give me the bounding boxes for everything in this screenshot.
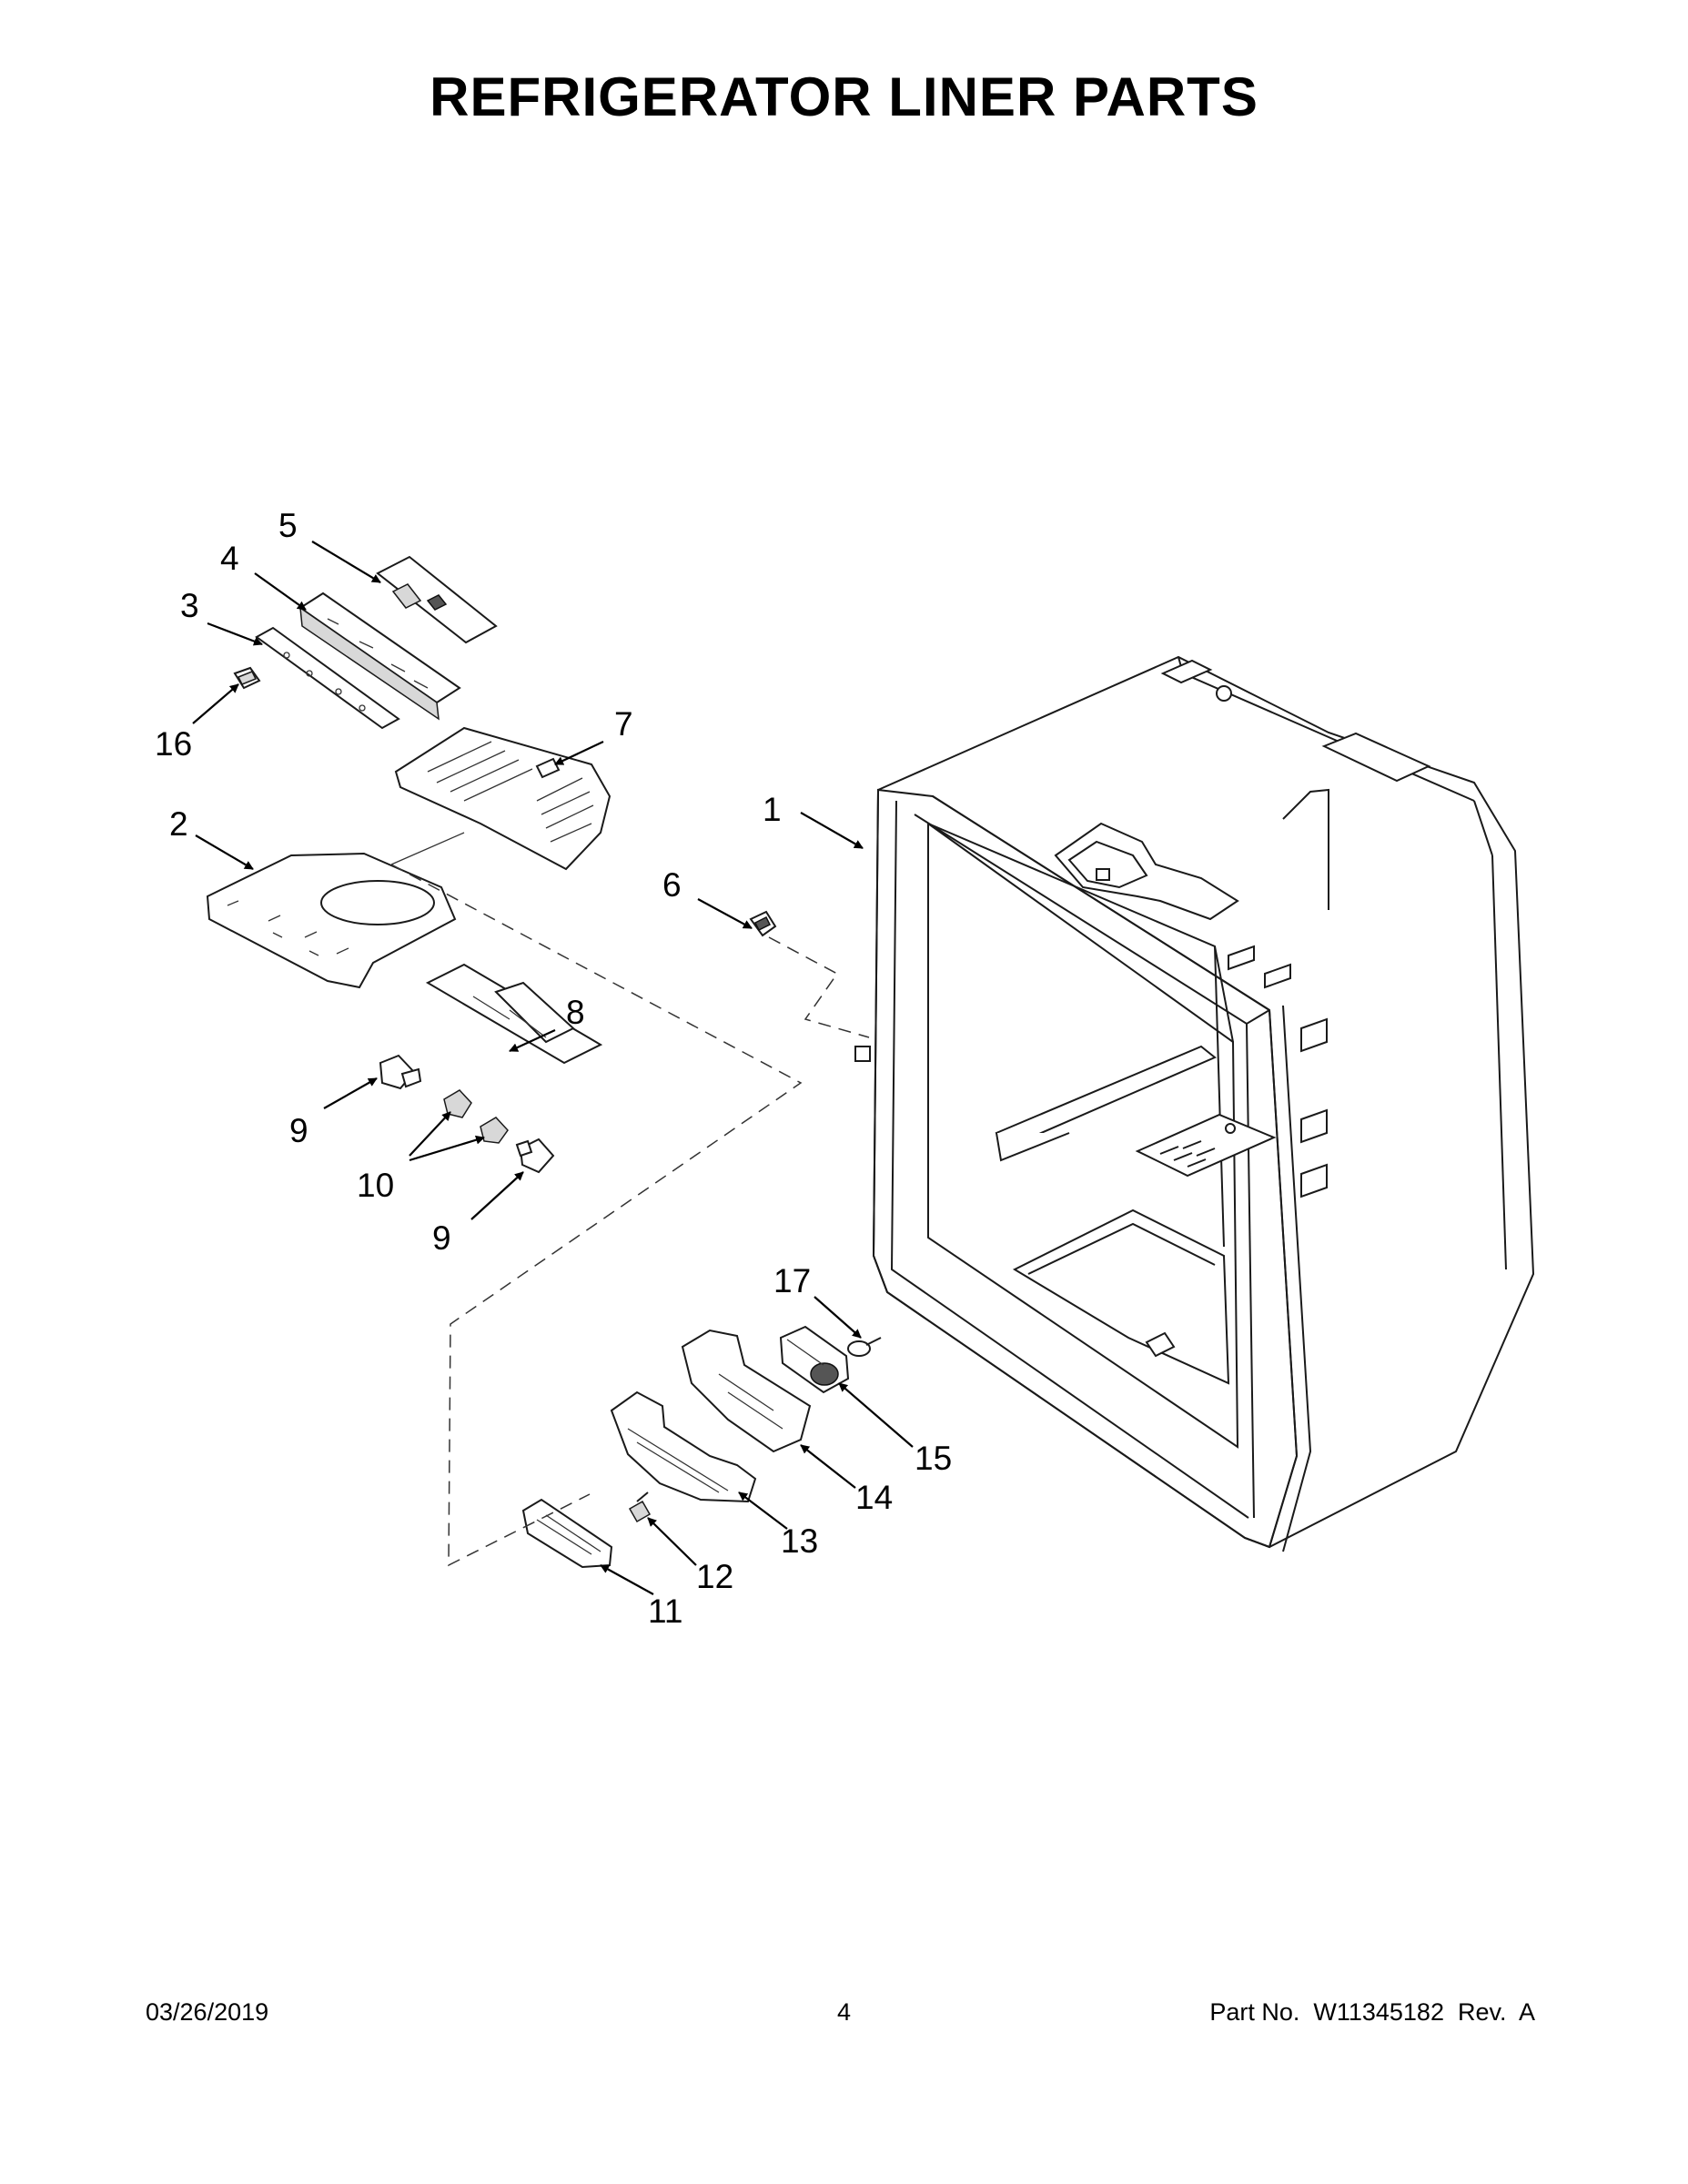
leader-line bbox=[768, 936, 870, 1038]
callout-arrows bbox=[192, 541, 914, 1595]
water-valve bbox=[779, 1325, 850, 1394]
lamp-socket bbox=[480, 1117, 509, 1144]
callout-2: 2 bbox=[169, 805, 188, 843]
callout-14: 14 bbox=[855, 1479, 893, 1516]
connector bbox=[233, 666, 261, 690]
callout-8: 8 bbox=[566, 994, 585, 1031]
callout-9a: 9 bbox=[289, 1112, 308, 1149]
callout-10: 10 bbox=[357, 1167, 394, 1204]
light-cover bbox=[206, 852, 457, 989]
screw bbox=[847, 1337, 882, 1357]
callout-5: 5 bbox=[278, 507, 298, 544]
callout-16: 16 bbox=[155, 725, 192, 763]
callout-7: 7 bbox=[614, 705, 633, 743]
leader-line bbox=[390, 832, 465, 865]
callout-12: 12 bbox=[696, 1558, 733, 1595]
light-bulb bbox=[379, 1054, 422, 1090]
page-title: REFRIGERATOR LINER PARTS bbox=[430, 66, 1258, 127]
dispenser-housing bbox=[610, 1390, 757, 1503]
callout-1: 1 bbox=[763, 791, 782, 828]
label-strip bbox=[255, 626, 400, 730]
footer-page-number: 4 bbox=[836, 1998, 852, 2026]
callout-13: 13 bbox=[781, 1522, 818, 1560]
callout-6: 6 bbox=[662, 866, 682, 904]
footer-date: 03/26/2019 bbox=[146, 1998, 269, 2026]
control-housing bbox=[298, 592, 461, 721]
callout-3: 3 bbox=[180, 587, 199, 624]
callout-15: 15 bbox=[915, 1440, 952, 1477]
leader-line bbox=[390, 864, 803, 1567]
footer-part-number: Part No. W11345182 Rev. A bbox=[1209, 1998, 1535, 2026]
callout-17: 17 bbox=[773, 1262, 811, 1299]
screw bbox=[628, 1491, 652, 1523]
callout-11: 11 bbox=[648, 1592, 682, 1630]
door-switch bbox=[749, 910, 777, 937]
lamp-housing bbox=[425, 963, 603, 1065]
refrigerator-liner bbox=[854, 655, 1535, 1552]
control-board bbox=[376, 555, 498, 644]
light-bulb bbox=[515, 1138, 555, 1174]
dispenser-bracket bbox=[681, 1329, 812, 1453]
callout-4: 4 bbox=[220, 540, 239, 577]
callout-9b: 9 bbox=[432, 1219, 451, 1257]
trim-cap bbox=[521, 1498, 613, 1569]
